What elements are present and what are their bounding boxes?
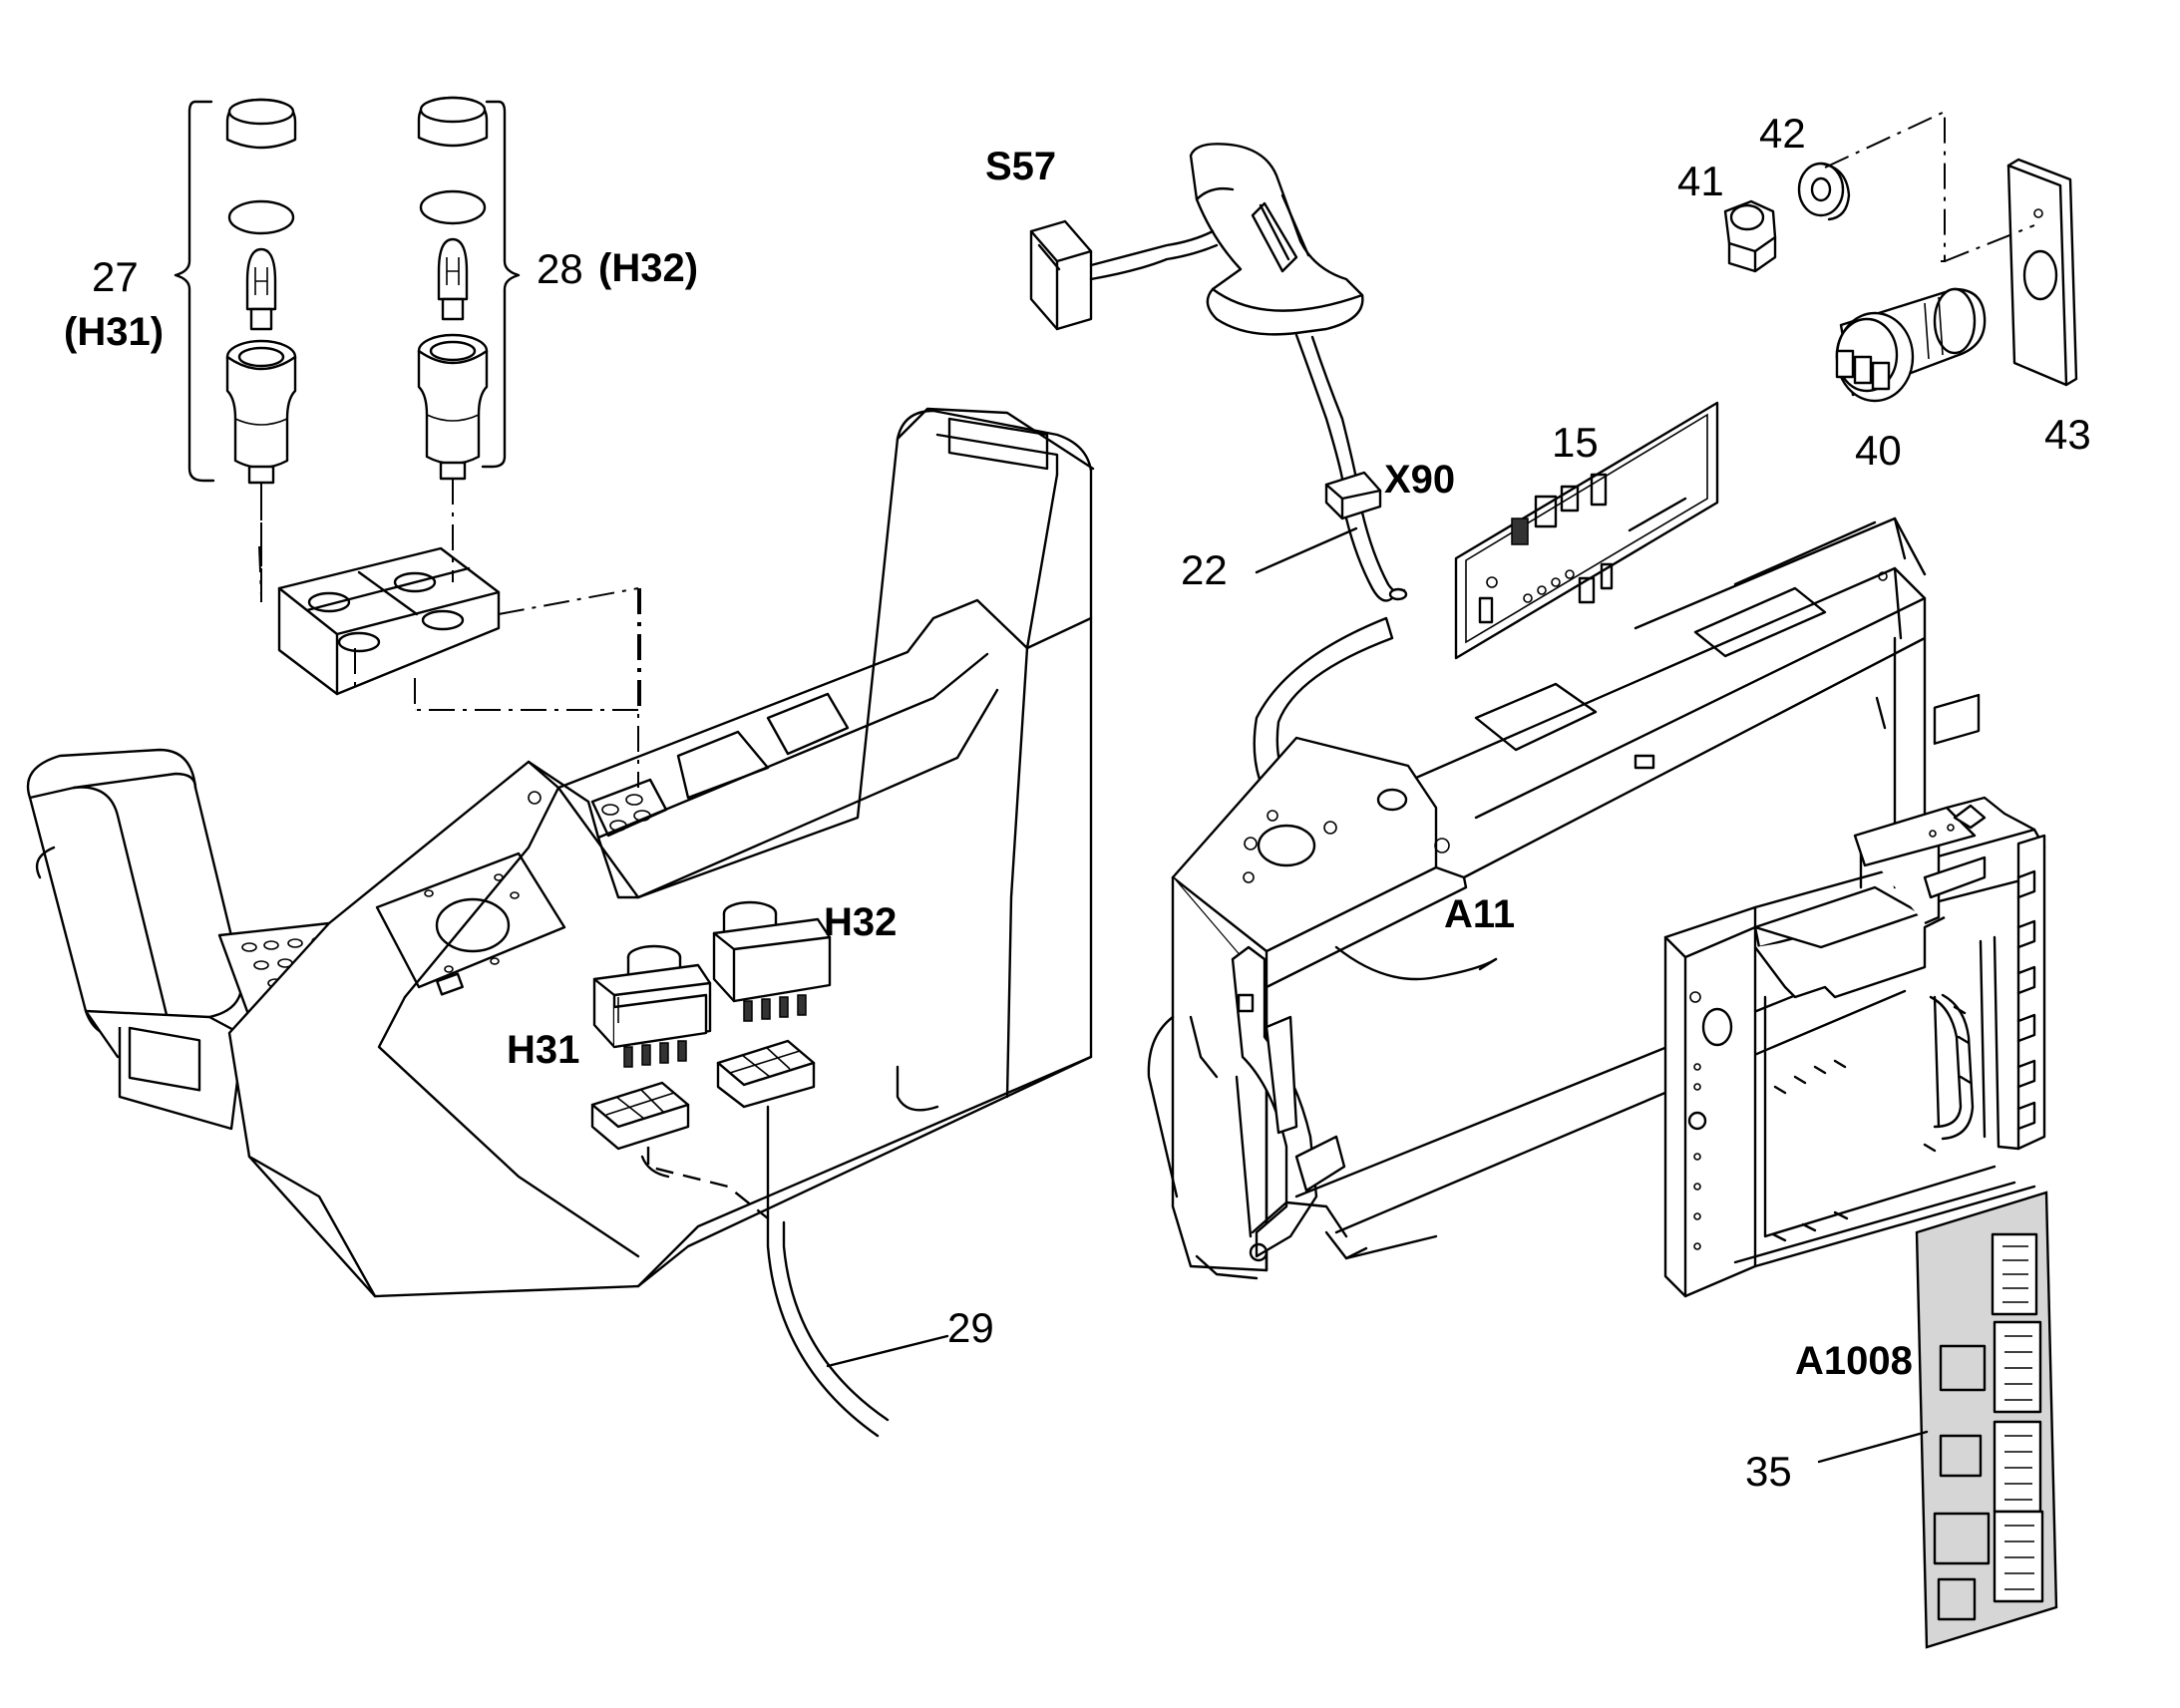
- callout-15: 15: [1552, 419, 1599, 466]
- callout-h31: H31: [507, 1028, 579, 1072]
- callout-x90: X90: [1384, 458, 1455, 502]
- callout-35: 35: [1745, 1448, 1792, 1495]
- lamp-assembly-bracket-group: [174, 100, 521, 483]
- pcb-15: [1454, 401, 1719, 660]
- callout-28: 28: [537, 245, 583, 292]
- connector-x90: [1324, 471, 1382, 520]
- callout-h31-ref: (H31): [64, 310, 164, 354]
- leader-29: [826, 1334, 949, 1368]
- lamp-h32-assembled: [712, 900, 832, 1022]
- nut-41: [1723, 199, 1777, 273]
- leader-35: [1817, 1430, 1929, 1464]
- callout-42: 42: [1759, 110, 1806, 157]
- washer-42: [1797, 162, 1851, 221]
- left-armrest-console: [26, 407, 1095, 1298]
- switch-s57: [1029, 219, 1093, 331]
- joystick-handle: [1189, 143, 1364, 336]
- callout-h32-ref: (H32): [598, 246, 698, 290]
- lamp-assembly-28: [417, 96, 489, 481]
- leader-42-43: [1824, 110, 1946, 262]
- callout-s57: S57: [985, 145, 1056, 188]
- callout-a1008: A1008: [1795, 1339, 1913, 1383]
- connector-h32: [716, 1039, 816, 1109]
- callout-22: 22: [1181, 546, 1228, 593]
- rotary-switch-40: [1835, 287, 1987, 403]
- connector-h31: [590, 1081, 690, 1151]
- lamp-h31-assembled: [592, 944, 712, 1068]
- cable-h31: [646, 1147, 769, 1219]
- callout-h32: H32: [824, 900, 897, 944]
- callout-40: 40: [1855, 427, 1902, 474]
- callout-a11: A11: [1444, 892, 1515, 936]
- callout-41: 41: [1677, 158, 1724, 204]
- leader-22: [1255, 526, 1358, 574]
- right-cabinet: [1147, 516, 1927, 1280]
- pcb-a1008: [1915, 693, 2058, 1649]
- callout-29: 29: [947, 1304, 994, 1351]
- callout-27: 27: [92, 253, 139, 300]
- callout-43: 43: [2044, 411, 2091, 458]
- lamp-mount-block: [277, 546, 501, 696]
- lamp-assembly-27: [225, 98, 297, 485]
- plate-43: [2006, 158, 2078, 387]
- card-cage: [1663, 796, 2046, 1298]
- cable-29-harness: [766, 1216, 880, 1438]
